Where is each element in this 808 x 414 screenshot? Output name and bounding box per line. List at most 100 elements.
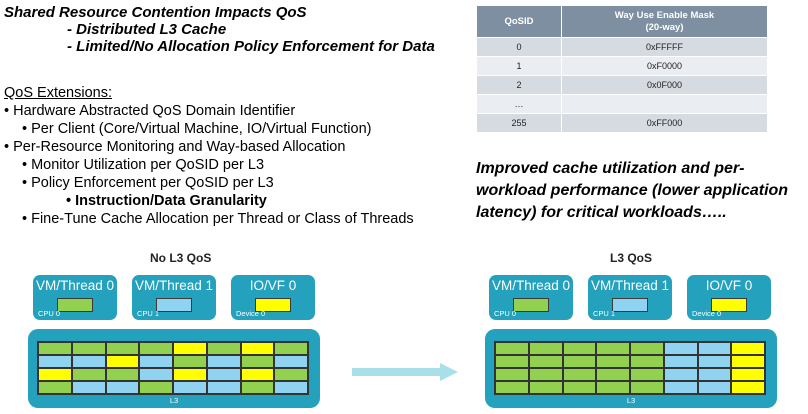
arrow-right-icon xyxy=(352,363,458,381)
client-color-swatch xyxy=(156,298,192,312)
cache-way-cell xyxy=(630,342,664,355)
slide-title: Shared Resource Contention Impacts QoS xyxy=(4,4,307,21)
client-label: VM/Thread 1 xyxy=(590,278,670,293)
cache-way-cell xyxy=(562,342,597,355)
extension-item: • Policy Enforcement per QoSID per L3 xyxy=(22,175,274,191)
cache-way-cell xyxy=(105,381,140,394)
table-cell-qosid: 1 xyxy=(476,56,562,76)
client-sublabel: CPU 1 xyxy=(137,309,160,318)
l3-label: L3 xyxy=(169,396,179,405)
cache-way-cell xyxy=(240,355,275,368)
client-sublabel: CPU 0 xyxy=(38,309,61,318)
cache-way-cell xyxy=(731,381,765,394)
cache-way-cell xyxy=(139,342,173,355)
table-cell-mask: 0xFFFFF xyxy=(561,37,768,57)
improvement-statement: Improved cache utilization and per-workl… xyxy=(476,160,789,221)
table-header-mask-line1: Way Use Enable Mask xyxy=(614,9,715,21)
client-color-swatch xyxy=(57,298,93,312)
cache-way-cell xyxy=(596,355,630,368)
cache-way-cell xyxy=(630,355,664,368)
vm-thread-1-box: VM/Thread 1 CPU 1 xyxy=(588,275,672,320)
cache-way-cell xyxy=(697,342,732,355)
cache-way-cell xyxy=(71,368,106,381)
arrow-shaft xyxy=(352,368,442,376)
l3-cache-box: L3 xyxy=(28,329,320,408)
no-l3-qos-title: No L3 QoS xyxy=(150,251,212,265)
cache-way-cell xyxy=(71,355,106,368)
client-sublabel: CPU 0 xyxy=(494,309,517,318)
cache-way-cell xyxy=(495,342,529,355)
l3-label: L3 xyxy=(626,396,636,405)
cache-way-cell xyxy=(173,381,207,394)
title-subpoint-allocation: - Limited/No Allocation Policy Enforceme… xyxy=(67,38,435,55)
cache-way-cell xyxy=(206,342,241,355)
table-cell-mask xyxy=(561,94,768,114)
arrow-head xyxy=(440,363,458,381)
table-cell-qosid: 0 xyxy=(476,37,562,57)
cache-way-cell xyxy=(663,342,698,355)
cache-way-cell xyxy=(206,355,241,368)
cache-way-cell xyxy=(173,368,207,381)
table-cell-mask: 0xFF000 xyxy=(561,113,768,133)
table-cell-mask: 0x0F000 xyxy=(561,75,768,95)
table-row: 2 0x0F000 xyxy=(476,75,768,95)
extension-item: • Instruction/Data Granularity xyxy=(66,193,267,209)
cache-way-cell xyxy=(38,355,72,368)
cache-way-cell xyxy=(105,342,140,355)
table-row: 0 0xFFFFF xyxy=(476,37,768,57)
vm-thread-0-box: VM/Thread 0 CPU 0 xyxy=(33,275,117,320)
title-subpoint-l3: - Distributed L3 Cache xyxy=(67,21,227,38)
qosid-mask-table: QoSID Way Use Enable Mask (20-way) 0 0xF… xyxy=(476,5,768,133)
table-header-qosid: QoSID xyxy=(476,5,562,38)
cache-way-cell xyxy=(495,381,529,394)
cache-way-cell xyxy=(731,355,765,368)
table-row: 255 0xFF000 xyxy=(476,113,768,133)
cache-way-cell xyxy=(562,355,597,368)
cache-way-cell xyxy=(528,355,563,368)
cache-way-cell xyxy=(596,368,630,381)
extension-item: • Monitor Utilization per QoSID per L3 xyxy=(22,157,265,173)
table-header-mask-line2: (20-way) xyxy=(645,21,684,33)
cache-way-cell xyxy=(528,368,563,381)
cache-way-cell xyxy=(596,381,630,394)
extension-item: • Fine-Tune Cache Allocation per Thread … xyxy=(22,211,414,227)
client-color-swatch xyxy=(513,298,549,312)
cache-way-cell xyxy=(630,368,664,381)
cache-way-cell xyxy=(697,381,732,394)
cache-way-cell xyxy=(495,368,529,381)
io-vf-0-box: IO/VF 0 Device 0 xyxy=(687,275,771,320)
table-row: 1 0xF0000 xyxy=(476,56,768,76)
cache-way-cell xyxy=(38,368,72,381)
cache-way-cell xyxy=(206,381,241,394)
cache-way-cell xyxy=(562,381,597,394)
client-sublabel: CPU 1 xyxy=(593,309,616,318)
cache-way-cell xyxy=(240,381,275,394)
table-row: … xyxy=(476,94,768,114)
l3-qos-title: L3 QoS xyxy=(610,251,653,265)
cache-way-cell xyxy=(240,368,275,381)
cache-way-cell xyxy=(71,342,106,355)
cache-way-cell xyxy=(38,381,72,394)
cache-way-cell xyxy=(38,342,72,355)
client-label: VM/Thread 1 xyxy=(134,278,214,293)
cache-way-cell xyxy=(697,368,732,381)
cache-way-cell xyxy=(139,381,173,394)
cache-way-cell xyxy=(173,355,207,368)
client-color-swatch xyxy=(711,298,747,312)
cache-way-cell xyxy=(630,381,664,394)
cache-way-cell xyxy=(274,381,308,394)
cache-way-cell xyxy=(663,368,698,381)
cache-way-cell xyxy=(105,368,140,381)
table-cell-mask: 0xF0000 xyxy=(561,56,768,76)
cache-way-cell xyxy=(139,368,173,381)
cache-way-cell xyxy=(139,355,173,368)
l3-cache-ways-grid xyxy=(494,341,766,395)
cache-way-cell xyxy=(663,355,698,368)
cache-way-cell xyxy=(731,342,765,355)
l3-cache-ways-grid xyxy=(37,341,309,395)
client-label: IO/VF 0 xyxy=(249,278,297,293)
table-cell-qosid: 2 xyxy=(476,75,562,95)
extension-item: • Per Client (Core/Virtual Machine, IO/V… xyxy=(22,121,372,137)
cache-way-cell xyxy=(173,342,207,355)
client-label: VM/Thread 0 xyxy=(35,278,115,293)
